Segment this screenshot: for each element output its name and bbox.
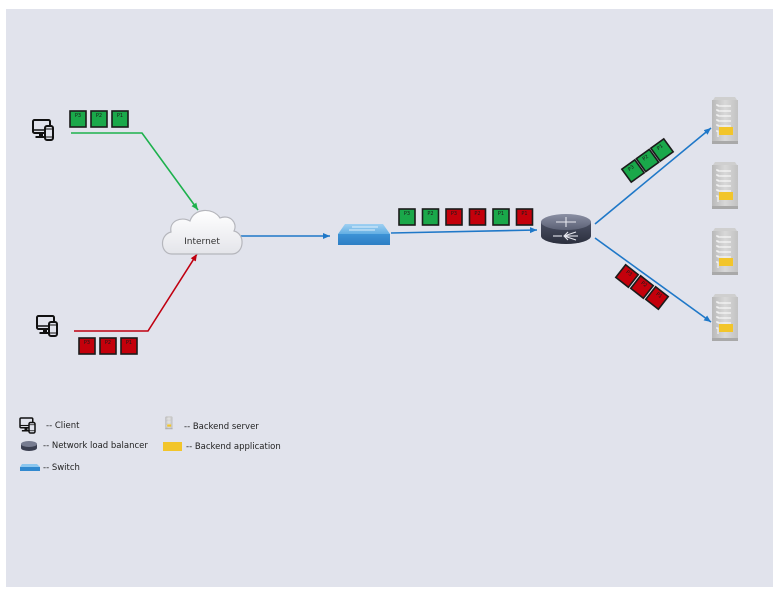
- client-2-packet: P1: [120, 337, 138, 355]
- client-2-packets: P3 P2 P1: [78, 337, 138, 355]
- packet-box: [69, 110, 87, 128]
- packet-box: [111, 110, 129, 128]
- packet-box: [468, 208, 487, 226]
- legend-switch-label: -- Switch: [43, 463, 80, 473]
- legend-client-label: -- Client: [46, 421, 80, 431]
- packet-box: [90, 110, 108, 128]
- switch-lb-packet: P3: [445, 208, 463, 226]
- packet-label: P3: [75, 113, 81, 119]
- lb-to-server-4-link: [594, 237, 712, 323]
- packet-box: [614, 263, 640, 289]
- switch-icon: [338, 224, 390, 245]
- packet-box: [644, 285, 670, 311]
- packet-box: [492, 208, 510, 226]
- internet-cloud: Internet: [161, 209, 243, 255]
- lb-server-4-packet: P3: [614, 263, 640, 289]
- legend-client-icon: [19, 417, 36, 434]
- packet-box: [620, 158, 646, 184]
- backend-server-2-icon: [711, 161, 739, 210]
- network-load-balancer-icon: [541, 214, 591, 244]
- packet-label: P1: [655, 291, 664, 300]
- client-1-packet: P2: [90, 110, 108, 128]
- packet-box: [635, 148, 660, 173]
- packet-box: [99, 337, 117, 355]
- packet-label: P3: [627, 164, 636, 173]
- packet-label: P3: [451, 211, 457, 217]
- packet-label: P1: [126, 340, 132, 346]
- legend-load-balancer-label: -- Network load balancer: [43, 441, 148, 451]
- packet-label: P3: [404, 211, 410, 217]
- client-1-icon: [32, 119, 54, 141]
- packet-box: [421, 208, 440, 226]
- packet-label: P2: [474, 211, 480, 217]
- legend: -- Client -- Network load balancer -- Sw…: [19, 415, 281, 473]
- packet-box: [445, 208, 463, 226]
- packet-label: P2: [96, 113, 102, 119]
- legend-switch-icon: [20, 464, 40, 471]
- lb-server-1-packet: P1: [649, 137, 675, 163]
- client-1-packets: P3 P2 P1: [69, 110, 129, 128]
- backend-server-3-icon: [711, 227, 739, 276]
- switch-lb-packet: P1: [492, 208, 510, 226]
- switch-to-lb-packets: P3 P2 P3 P2 P1 P1: [398, 208, 534, 226]
- packet-box: [398, 208, 416, 226]
- legend-backend-server-icon: [165, 415, 173, 430]
- client-1-packet: P3: [69, 110, 87, 128]
- legend-backend-application-icon: [163, 442, 182, 451]
- diagram-background: [6, 9, 773, 587]
- client-2-link: [74, 253, 198, 332]
- internet-label: Internet: [184, 237, 220, 247]
- lb-server-4-packet: P2: [629, 274, 655, 300]
- packet-box: [515, 208, 534, 226]
- switch-lb-packet: P3: [398, 208, 416, 226]
- backend-server-4-icon: [711, 293, 739, 342]
- client-1-packet: P1: [111, 110, 129, 128]
- client-2-packet: P3: [78, 337, 96, 355]
- legend-backend-application-label: -- Backend application: [186, 442, 281, 452]
- packet-box: [629, 274, 655, 300]
- packet-label: P1: [656, 143, 665, 152]
- client-2-packet: P2: [99, 337, 117, 355]
- lb-to-server-1-link: [594, 127, 712, 225]
- legend-load-balancer-icon: [21, 441, 37, 451]
- switch-lb-packet: P2: [468, 208, 487, 226]
- packet-box: [649, 137, 675, 163]
- packet-box: [120, 337, 138, 355]
- packet-label: P3: [625, 269, 634, 278]
- switch-to-lb-link: [390, 227, 538, 234]
- switch-lb-packet: P1: [515, 208, 534, 226]
- packet-label: P1: [498, 211, 504, 217]
- client-2-icon: [36, 315, 58, 337]
- packet-label: P1: [521, 211, 527, 217]
- lb-to-server-1-packets: P3 P2 P1: [620, 137, 675, 184]
- packet-label: P2: [427, 211, 433, 217]
- client-1-link: [71, 132, 199, 211]
- lb-server-4-packet: P1: [644, 285, 670, 311]
- packet-label: P3: [84, 340, 90, 346]
- legend-backend-server-label: -- Backend server: [184, 422, 259, 432]
- backend-server-1-icon: [711, 96, 739, 145]
- lb-server-1-packet: P3: [620, 158, 646, 184]
- packet-label: P2: [640, 280, 649, 289]
- packet-box: [78, 337, 96, 355]
- packet-label: P2: [105, 340, 111, 346]
- switch-lb-packet: P2: [421, 208, 440, 226]
- lb-server-1-packet: P2: [635, 148, 660, 173]
- packet-label: P2: [641, 154, 650, 163]
- packet-label: P1: [117, 113, 123, 119]
